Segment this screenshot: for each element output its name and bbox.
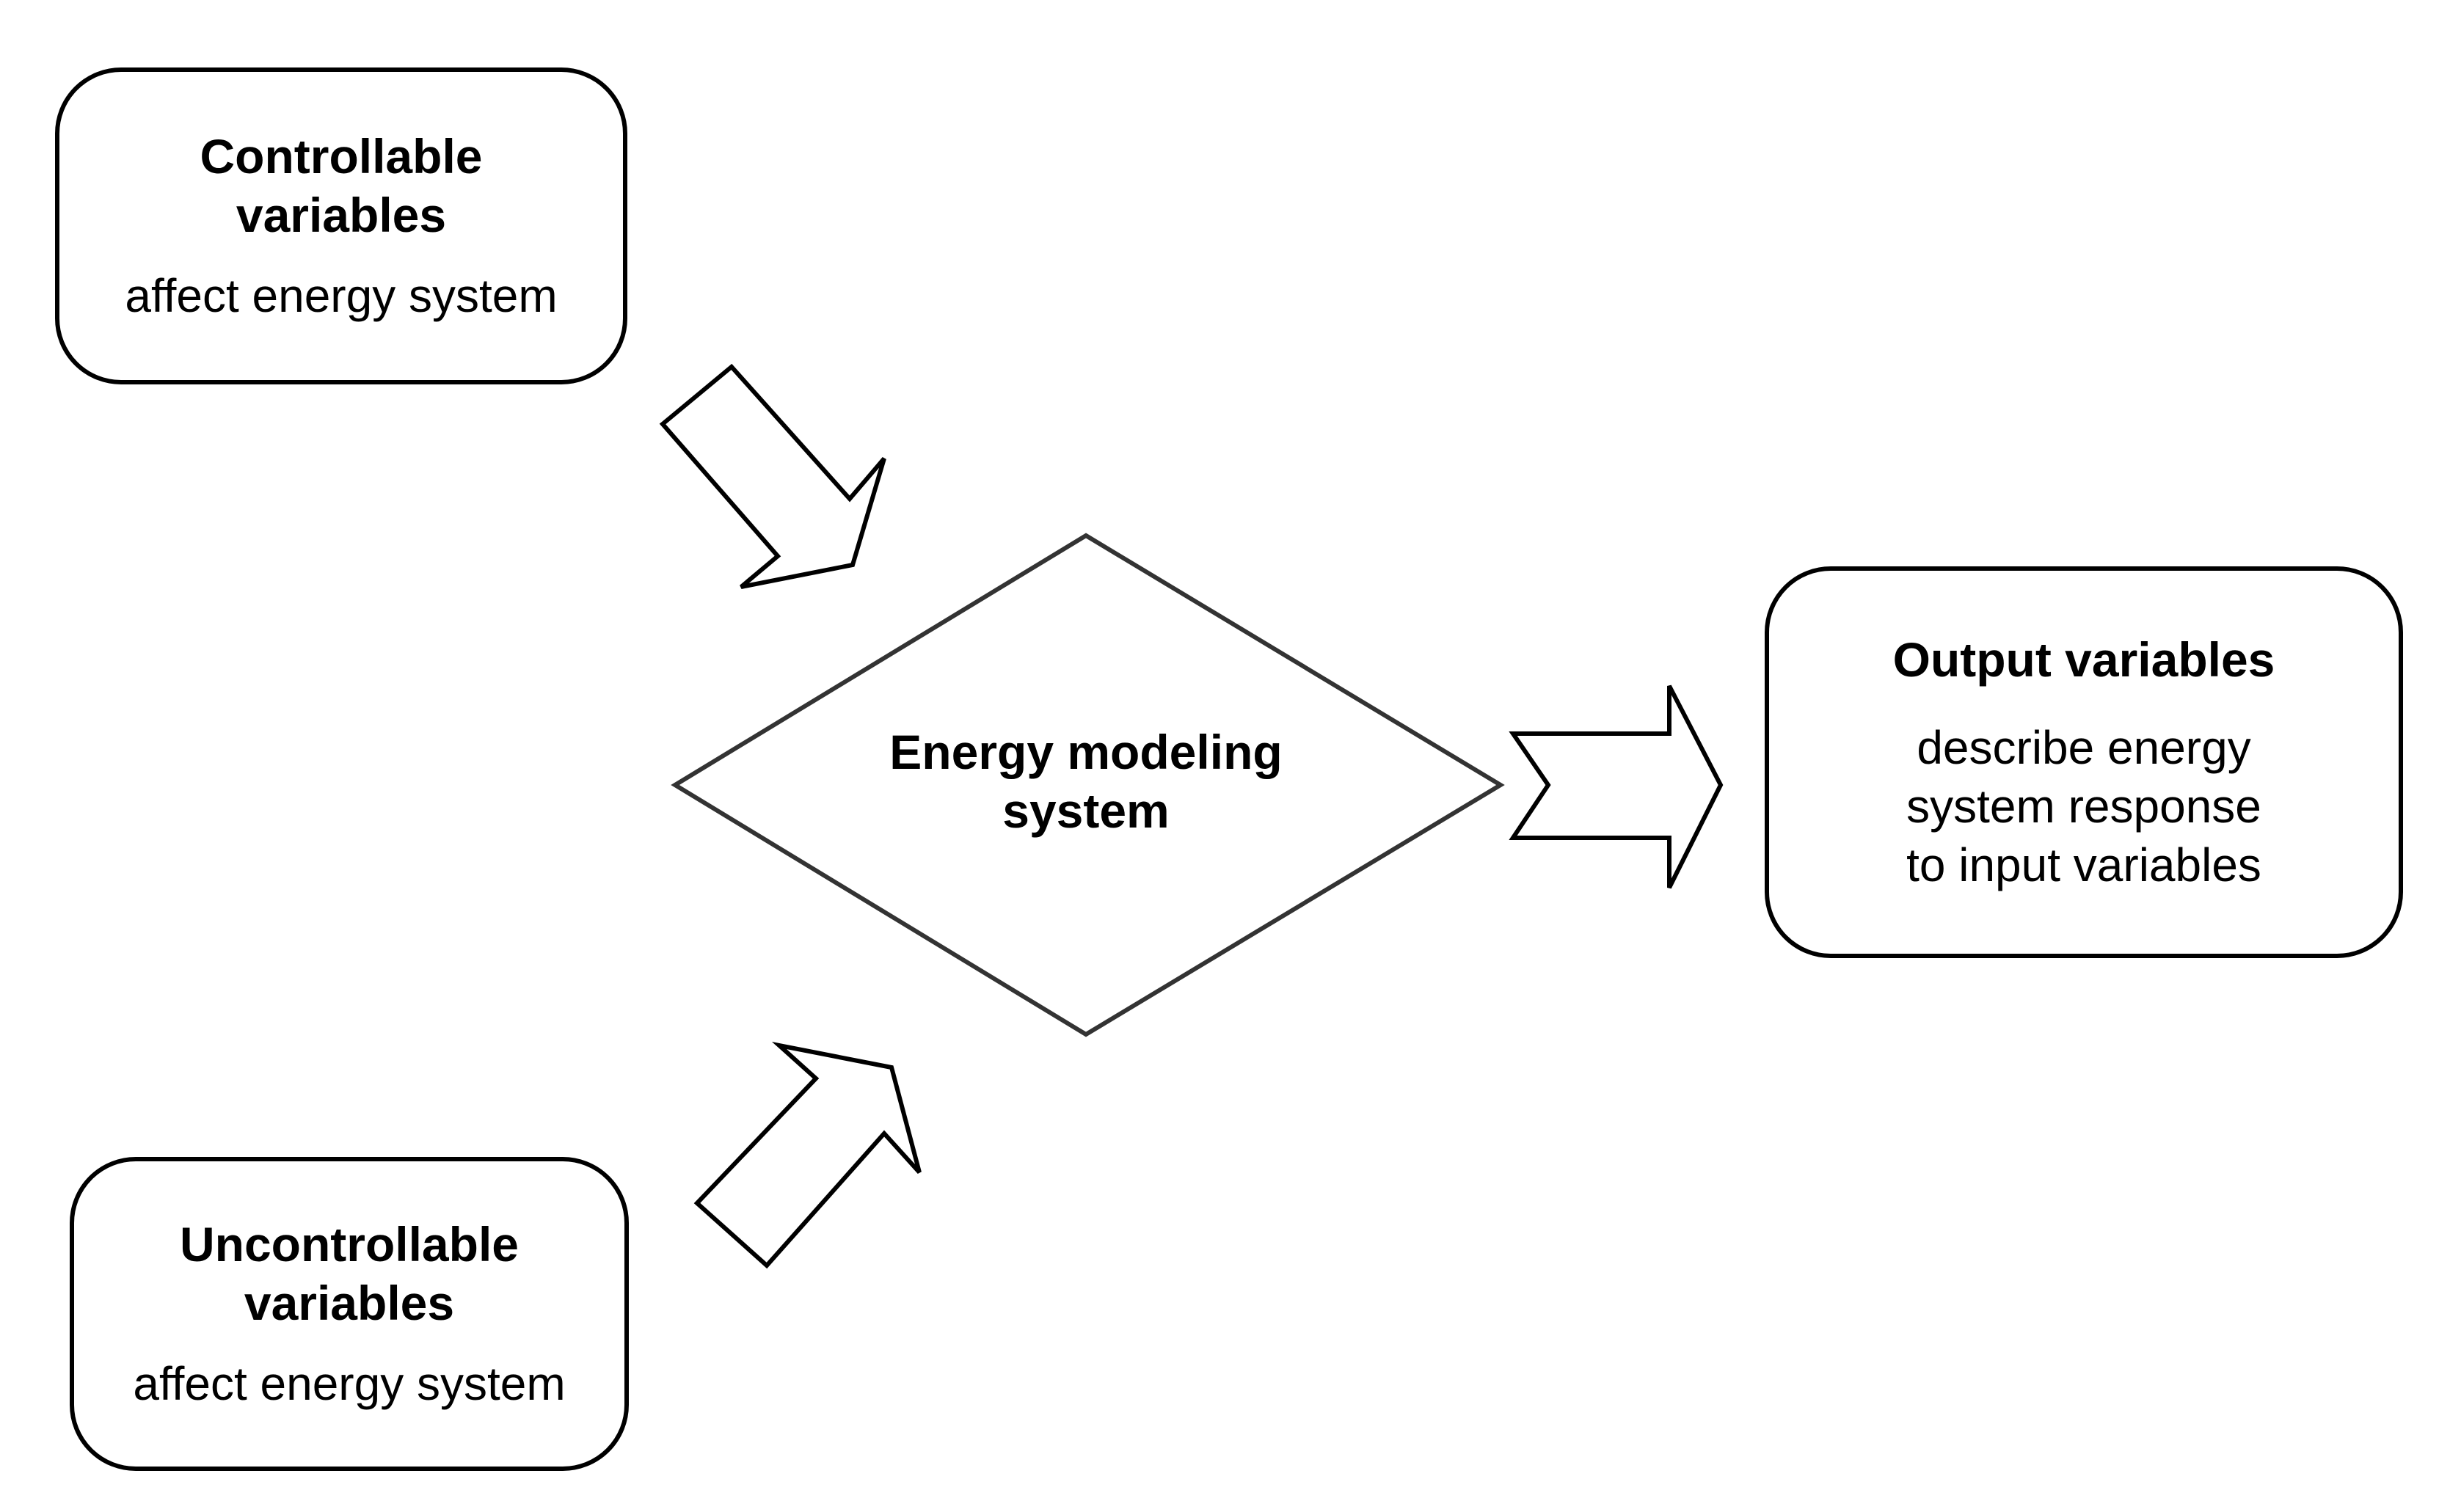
output-variables-description: describe energy system response to input… [1906, 721, 2261, 891]
arrow-uncontrollable-to-system [693, 1041, 922, 1269]
arrow-controllable-to-system [659, 363, 886, 589]
arrow-system-to-output [1509, 684, 1724, 889]
uncontrollable-variables-box: Uncontrollable variables affect energy s… [70, 1157, 629, 1471]
uncontrollable-variables-description: affect energy system [133, 1357, 566, 1410]
output-variables-box: Output variables describe energy system … [1765, 566, 2403, 958]
controllable-variables-description: affect energy system [125, 269, 558, 322]
controllable-variables-box: Controllable variables affect energy sys… [55, 67, 627, 384]
output-variables-title: Output variables [1892, 632, 2275, 687]
controllable-variables-title: Controllable variables [200, 129, 483, 242]
uncontrollable-variables-title: Uncontrollable variables [179, 1217, 519, 1330]
energy-modeling-system-diamond [671, 533, 1505, 1037]
energy-modeling-system-label: Energy modeling system [889, 725, 1283, 838]
